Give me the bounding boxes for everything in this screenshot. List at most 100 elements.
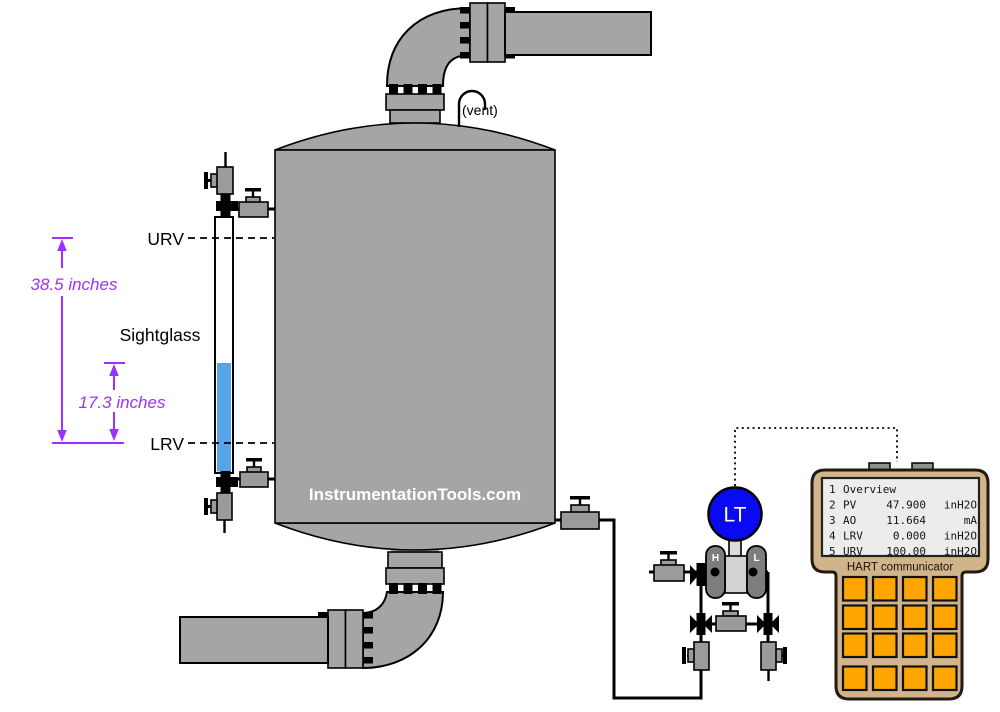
hart-key xyxy=(931,575,958,602)
bottom-flange-right xyxy=(344,609,364,669)
dimension-annotations: 38.5 inches 17.3 inches xyxy=(31,237,166,444)
display-line: 3 AO 11.664 mA xyxy=(829,514,977,527)
top-elbow-pipe xyxy=(385,6,471,87)
vent-pipe-hook xyxy=(457,89,487,127)
hs-valve-handle xyxy=(660,551,677,555)
transmitter-body xyxy=(724,555,748,594)
dim-total-label: 38.5 inches xyxy=(31,275,118,294)
vent: (vent) xyxy=(457,89,498,127)
sightglass-top-tee xyxy=(216,194,238,218)
lower-right-tee-fitting xyxy=(757,613,779,635)
sightglass-label: Sightglass xyxy=(120,325,201,345)
bottom-pipe-assembly xyxy=(179,544,445,670)
line-value: 47.900 xyxy=(886,499,926,512)
line-number: 2 xyxy=(829,499,836,512)
high-side-block-valve xyxy=(653,551,685,582)
dim-liquid-up-arrow xyxy=(109,364,119,376)
hart-display xyxy=(820,476,981,558)
hart-connection-dotted-line xyxy=(734,427,898,486)
rd-valve-handle xyxy=(783,647,787,664)
hart-key xyxy=(901,604,928,631)
line-number: 1 xyxy=(829,483,836,496)
equalizing-valve xyxy=(715,602,747,632)
hart-key xyxy=(901,665,928,692)
hart-key xyxy=(931,665,958,692)
dim-liquid-down-arrow xyxy=(109,429,119,441)
impulse-line xyxy=(555,518,703,700)
line-label: LRV xyxy=(843,530,863,543)
bottom-horizontal-pipe xyxy=(179,616,329,664)
line-unit: mA xyxy=(964,514,978,527)
transmitter-tag: LT xyxy=(724,504,747,527)
line-unit: inH2O xyxy=(944,530,977,543)
hart-key xyxy=(871,604,898,631)
root-valve-body xyxy=(560,511,600,530)
high-port-connection xyxy=(710,567,720,577)
vent-valve-handle xyxy=(204,172,208,189)
hart-key xyxy=(871,632,898,659)
liquid-column xyxy=(217,363,231,472)
low-port-connection xyxy=(748,567,758,577)
dim-liquid-label: 17.3 inches xyxy=(79,393,166,412)
hart-key xyxy=(931,604,958,631)
bottom-flange-left xyxy=(327,609,347,669)
lrv-label: LRV xyxy=(150,434,184,454)
line-value: 0.000 xyxy=(893,530,926,543)
hart-keypad xyxy=(841,575,958,692)
vessel-top-dome xyxy=(274,122,556,151)
sightglass-bottom-block-valve xyxy=(238,458,275,488)
top-block-valve-body xyxy=(238,201,269,218)
bottom-nozzle-bolts xyxy=(389,583,442,594)
display-line: 4 LRV 0.000 inH2O xyxy=(829,530,977,543)
ld-valve-handle xyxy=(682,647,686,664)
hart-communicator: 1 Overview 2 PV 47.900 inH2O 3 AO 11.664… xyxy=(810,462,990,701)
dim-total-down-arrow xyxy=(57,430,67,442)
line-label: Overview xyxy=(843,483,896,496)
line-label: AO xyxy=(843,514,856,527)
watermark: InstrumentationTools.com xyxy=(309,485,521,504)
range-annotations: URV LRV Sightglass xyxy=(120,229,274,454)
root-valve xyxy=(560,496,600,530)
hart-key xyxy=(841,575,868,602)
bottom-block-valve-body xyxy=(239,471,269,488)
bottom-nozzle-flange xyxy=(385,567,445,585)
hart-key xyxy=(901,632,928,659)
root-valve-handle xyxy=(570,496,590,500)
line-number: 4 xyxy=(829,530,836,543)
low-port-label: L xyxy=(753,553,759,564)
dim-total-up-arrow xyxy=(57,239,67,251)
line-unit: inH2O xyxy=(944,545,977,558)
top-horizontal-pipe xyxy=(504,11,652,56)
top-nozzle-bolts xyxy=(389,84,442,95)
hart-label: HART communicator xyxy=(847,562,953,574)
hs-valve-body xyxy=(653,564,685,582)
eq-valve-body xyxy=(715,615,747,632)
line-label: PV xyxy=(843,499,857,512)
top-nozzle-flange xyxy=(385,93,445,111)
hart-key xyxy=(841,632,868,659)
eq-valve-handle xyxy=(722,602,739,606)
vessel: InstrumentationTools.com xyxy=(274,122,556,551)
drain-valve-body xyxy=(216,492,233,521)
right-drain-valve xyxy=(760,641,787,671)
top-nozzle-neck xyxy=(389,109,441,124)
vent-valve-body xyxy=(216,166,234,195)
hart-key xyxy=(931,632,958,659)
sightglass-bottom-tee xyxy=(216,471,238,493)
line-number: 5 xyxy=(829,545,836,558)
sightglass-vent-valve xyxy=(204,166,234,195)
bottom-elbow-pipe xyxy=(362,591,445,670)
bottom-block-valve-handle xyxy=(246,458,262,462)
lower-left-tee-fitting xyxy=(690,613,712,635)
line-unit: inH2O xyxy=(944,499,977,512)
display-line: 1 Overview xyxy=(829,483,896,496)
transmitter-bubble xyxy=(707,486,763,542)
rd-valve-body xyxy=(760,641,777,671)
high-port-label: H xyxy=(712,553,719,564)
line-value: 100.00 xyxy=(886,545,926,558)
vessel-bottom-dome xyxy=(274,522,556,551)
display-line: 5 URV 100.00 inH2O xyxy=(829,545,977,558)
sightglass-assembly xyxy=(204,152,275,533)
top-block-valve-handle xyxy=(245,188,261,192)
